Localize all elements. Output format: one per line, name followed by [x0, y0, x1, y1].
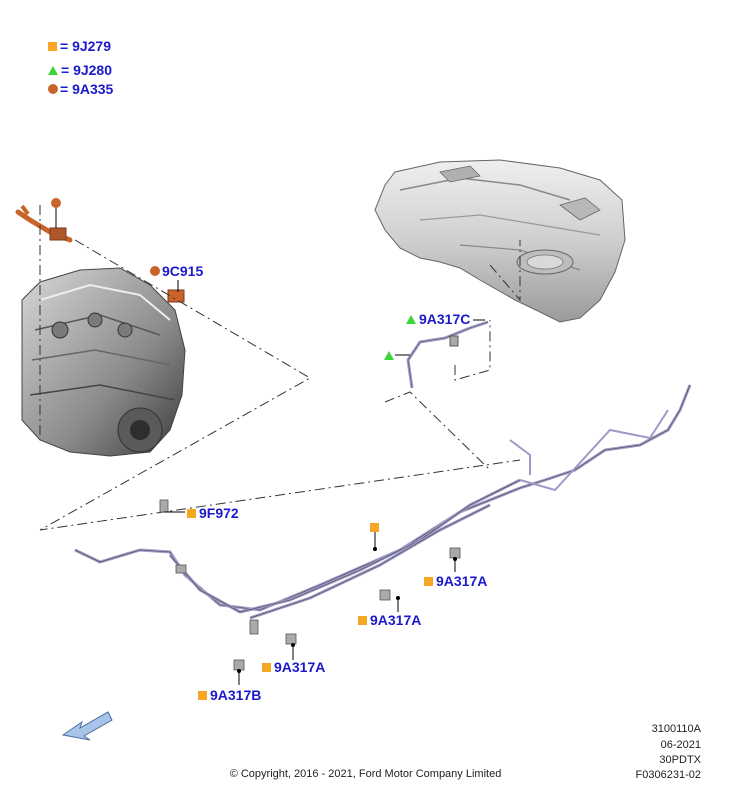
copyright-text: © Copyright, 2016 - 2021, Ford Motor Com…	[229, 768, 502, 780]
leader-lines	[39, 205, 521, 531]
model-code: 30PDTX	[659, 754, 701, 766]
callout-label: 9A317A	[274, 659, 326, 675]
orange-square-icon	[198, 690, 207, 700]
brown-circle-icon	[150, 266, 160, 276]
figure-number: F0306231-02	[635, 769, 701, 781]
callout-label: 9C915	[162, 263, 204, 279]
illustration-date: 06-2021	[660, 739, 701, 751]
callout-9a317a-left: 9A317A	[262, 659, 325, 675]
callout-label: 9A317A	[436, 573, 488, 589]
callout-9f972: 9F972	[187, 505, 239, 521]
part-9a317c	[395, 320, 489, 389]
callout-9a317c: 9A317C	[406, 311, 470, 327]
callout-label: 9A317C	[419, 311, 471, 327]
callout-label: 9F972	[199, 505, 239, 521]
callout-leaders	[164, 319, 485, 685]
orange-square-icon	[424, 576, 433, 586]
callout-9a317a-middle: 9A317A	[358, 612, 421, 628]
part-9c915	[167, 280, 185, 303]
orange-square-icon	[262, 662, 271, 672]
direction-arrow-icon	[61, 711, 113, 741]
callout-label: 9A317B	[210, 687, 262, 703]
brown-circle-icon	[51, 198, 61, 208]
fuel-tank	[374, 159, 626, 323]
legend-text: = 9J279	[60, 38, 111, 54]
orange-square-icon	[370, 523, 379, 532]
green-triangle-icon	[48, 65, 58, 75]
line-clips	[159, 499, 461, 671]
engine-block	[21, 267, 186, 457]
callout-9a317b: 9A317B	[198, 687, 261, 703]
fuel-lines	[74, 384, 692, 620]
legend-text: = 9J280	[61, 62, 112, 78]
callout-9a317a-right: 9A317A	[424, 573, 487, 589]
orange-square-icon	[187, 508, 196, 518]
legend-text: = 9A335	[60, 81, 114, 97]
green-triangle-icon	[384, 351, 394, 360]
green-triangle-icon	[406, 314, 416, 324]
orange-square-icon	[48, 41, 57, 51]
illustration-code: 3100110A	[651, 723, 701, 735]
orange-square-icon	[358, 615, 367, 625]
brown-circle-icon	[48, 84, 58, 94]
legend-item-9a335: = 9A335	[48, 81, 113, 97]
legend-item-9j279: = 9J279	[48, 38, 111, 54]
legend-item-9j280: = 9J280	[48, 62, 112, 78]
callout-9c915: 9C915	[150, 263, 203, 279]
callout-label: 9A317A	[370, 612, 422, 628]
fuel-rail-connector	[15, 204, 73, 243]
